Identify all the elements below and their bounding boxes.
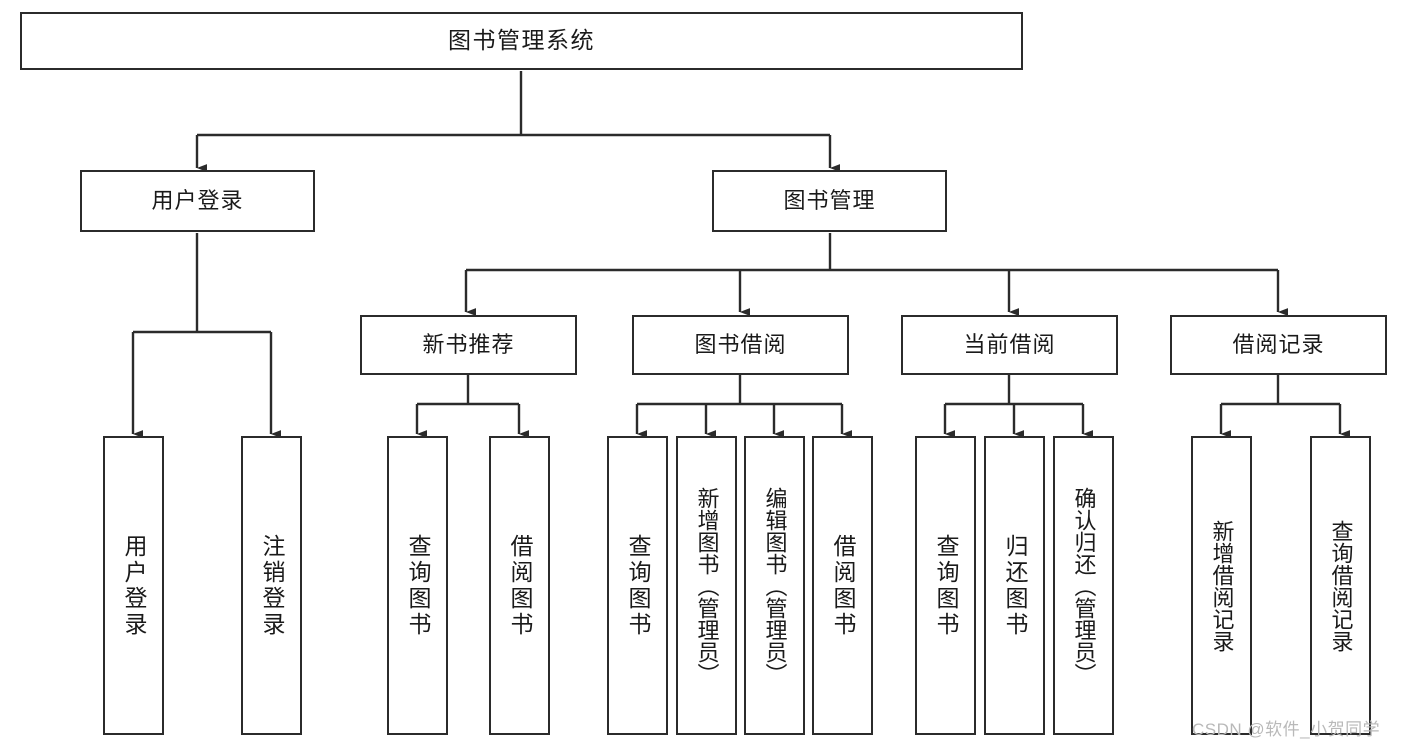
leaf-borrow-edit-book-label: 编辑图书（管理员）: [762, 486, 788, 685]
leaf-user-login-signin-label: 用户登录: [121, 533, 147, 638]
leaf-borrow-add-book[interactable]: 新增图书（管理员）: [676, 436, 737, 735]
node-borrow-record[interactable]: 借阅记录: [1170, 315, 1387, 375]
node-current-borrow[interactable]: 当前借阅: [901, 315, 1118, 375]
node-current-borrow-label: 当前借阅: [963, 331, 1056, 357]
leaf-borrow-add-book-label: 新增图书（管理员）: [694, 486, 720, 685]
node-user-login[interactable]: 用户登录: [80, 170, 315, 232]
leaf-new-book-borrow[interactable]: 借阅图书: [489, 436, 550, 735]
leaf-borrow-edit-book[interactable]: 编辑图书（管理员）: [744, 436, 805, 735]
leaf-new-book-borrow-label: 借阅图书: [507, 533, 533, 638]
leaf-record-query[interactable]: 查询借阅记录: [1310, 436, 1371, 735]
node-book-management[interactable]: 图书管理: [712, 170, 947, 232]
leaf-current-query-book[interactable]: 查询图书: [915, 436, 976, 735]
leaf-record-add-label: 新增借阅记录: [1209, 519, 1235, 652]
leaf-borrow-query-book[interactable]: 查询图书: [607, 436, 668, 735]
leaf-borrow-borrow-book[interactable]: 借阅图书: [812, 436, 873, 735]
leaf-record-add[interactable]: 新增借阅记录: [1191, 436, 1252, 735]
node-book-borrow-label: 图书借阅: [694, 331, 787, 357]
leaf-new-book-query[interactable]: 查询图书: [387, 436, 448, 735]
leaf-borrow-borrow-book-label: 借阅图书: [830, 533, 856, 638]
leaf-record-query-label: 查询借阅记录: [1328, 519, 1354, 652]
node-book-borrow[interactable]: 图书借阅: [632, 315, 849, 375]
leaf-current-query-book-label: 查询图书: [933, 533, 959, 638]
node-new-book-recommend[interactable]: 新书推荐: [360, 315, 577, 375]
node-borrow-record-label: 借阅记录: [1232, 331, 1325, 357]
leaf-current-return-book-label: 归还图书: [1002, 533, 1028, 638]
leaf-user-login-signout-label: 注销登录: [259, 533, 285, 638]
node-new-book-recommend-label: 新书推荐: [422, 331, 515, 357]
leaf-current-confirm-return[interactable]: 确认归还（管理员）: [1053, 436, 1114, 735]
leaf-new-book-query-label: 查询图书: [405, 533, 431, 638]
node-root-label: 图书管理系统: [448, 27, 595, 54]
node-book-management-label: 图书管理: [783, 187, 876, 213]
leaf-user-login-signin[interactable]: 用户登录: [103, 436, 164, 735]
node-root[interactable]: 图书管理系统: [20, 12, 1023, 70]
leaf-user-login-signout[interactable]: 注销登录: [241, 436, 302, 735]
csdn-watermark: CSDN @软件_小贺同学: [1192, 720, 1381, 739]
leaf-current-return-book[interactable]: 归还图书: [984, 436, 1045, 735]
leaf-current-confirm-return-label: 确认归还（管理员）: [1071, 486, 1097, 685]
node-user-login-label: 用户登录: [151, 187, 244, 213]
leaf-borrow-query-book-label: 查询图书: [625, 533, 651, 638]
